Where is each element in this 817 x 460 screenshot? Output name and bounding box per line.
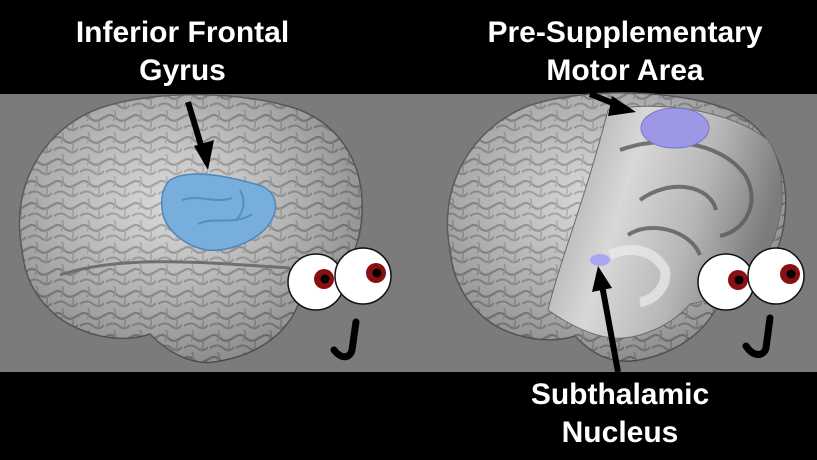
pre-sma-label-line-2: Motor Area [546,54,704,87]
ifg-label-line-1: Inferior Frontal [75,16,290,49]
pre-sma-region [640,107,710,149]
stn-label-line-2: Nucleus [561,416,679,449]
stn-region [590,254,610,266]
ifg-label-line-2: Gyrus [139,54,226,87]
left-brain [18,93,364,364]
right-brain [446,92,787,363]
ifg-region [160,173,277,252]
subthalamic-nucleus-label: Subthalamic Nucleus [490,376,750,452]
stn-arrow [592,266,621,373]
right-eyes [697,247,805,358]
inferior-frontal-gyrus-label: Inferior Frontal Gyrus [55,14,310,90]
right-mouth [742,314,774,358]
left-mouth [330,318,360,361]
pre-sma-arrow [588,91,636,116]
ifg-arrow [185,101,214,170]
pre-sma-label: Pre-Supplementary Motor Area [465,14,785,90]
left-eyes [287,247,392,361]
stn-label-line-1: Subthalamic [530,378,710,411]
pre-sma-label-line-1: Pre-Supplementary [487,16,763,49]
